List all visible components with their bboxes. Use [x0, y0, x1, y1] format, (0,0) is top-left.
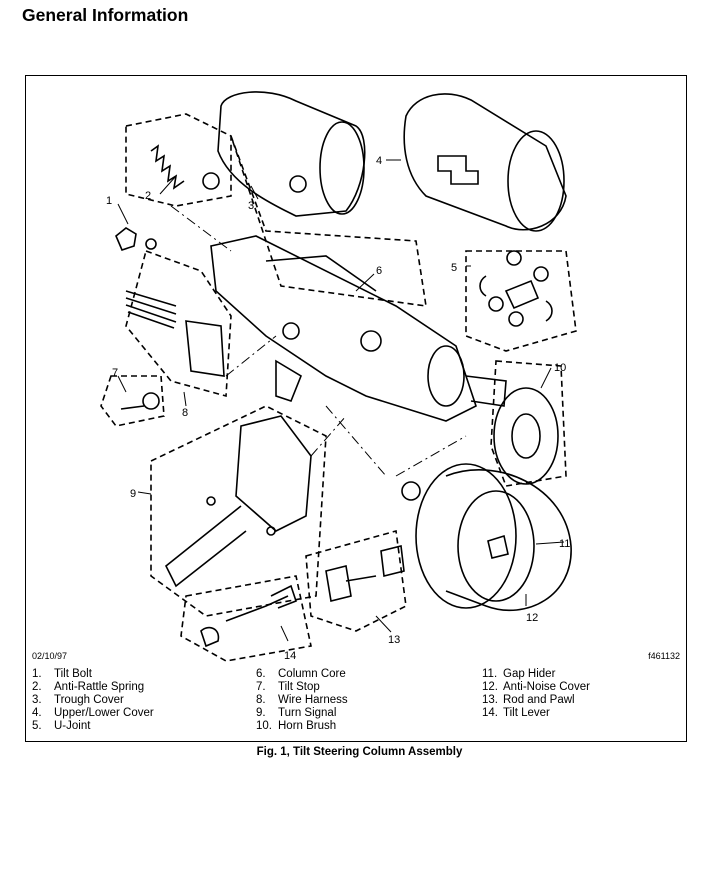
turn-signal-drawing [164, 415, 312, 588]
legend-item: 13.Rod and Pawl [482, 694, 575, 706]
callout-6: 6 [376, 265, 382, 277]
section-title: General Information [22, 5, 189, 25]
figure-code: f461132 [648, 651, 680, 661]
legend-column-3: 11.Gap Hider 12.Anti-Noise Cover 13.Rod … [482, 668, 590, 720]
legend-item: 6.Column Core [256, 668, 346, 680]
legend-item: 7.Tilt Stop [256, 681, 320, 693]
callout-9: 9 [130, 488, 136, 500]
legend-item: 14.Tilt Lever [482, 707, 550, 719]
anti-rattle-spring-drawing [150, 144, 220, 190]
callout-14: 14 [284, 650, 296, 662]
u-joint-drawing [479, 250, 553, 327]
tilt-lever-drawing [200, 584, 297, 648]
column-core-drawing [210, 235, 507, 422]
callout-12: 12 [526, 612, 538, 624]
tilt-bolt-drawing [115, 227, 157, 251]
legend-column-1: 1.Tilt Bolt 2.Anti-Rattle Spring 3.Troug… [32, 668, 154, 733]
legend-item: 4.Upper/Lower Cover [32, 707, 154, 719]
legend-item: 9.Turn Signal [256, 707, 337, 719]
legend-item: 11.Gap Hider [482, 668, 556, 680]
legend-item: 5.U-Joint [32, 720, 91, 732]
figure-box: 1 2 3 4 5 6 7 8 9 10 11 12 13 14 02/10/9… [25, 75, 687, 742]
callout-10: 10 [554, 362, 566, 374]
callout-8: 8 [182, 407, 188, 419]
anti-noise-cover-drawing [415, 463, 572, 611]
legend-item: 10.Horn Brush [256, 720, 337, 732]
callout-7: 7 [112, 367, 118, 379]
tilt-stop-drawing [120, 392, 160, 410]
callout-13: 13 [388, 634, 400, 646]
figure-caption: Fig. 1, Tilt Steering Column Assembly [256, 746, 463, 758]
horn-brush-drawing [401, 387, 559, 501]
callout-labels: 1 2 3 4 5 6 7 8 9 10 11 12 13 14 [106, 155, 570, 662]
legend-item: 2.Anti-Rattle Spring [32, 681, 145, 693]
legend-item: 12.Anti-Noise Cover [482, 681, 590, 693]
upper-lower-cover-drawing [403, 93, 567, 232]
callout-1: 1 [106, 195, 112, 207]
legend-item: 8.Wire Harness [256, 694, 348, 706]
figure-date: 02/10/97 [32, 651, 68, 661]
callout-4: 4 [376, 155, 382, 167]
callout-11: 11 [559, 538, 570, 550]
exploded-view-illustration: 1 2 3 4 5 6 7 8 9 10 11 12 13 14 [100, 91, 577, 662]
callout-2: 2 [145, 190, 151, 202]
callout-5: 5 [451, 262, 457, 274]
legend-item: 1.Tilt Bolt [32, 668, 92, 680]
callout-3: 3 [248, 200, 254, 212]
trough-cover-drawing [217, 91, 366, 217]
wire-harness-drawing [125, 290, 225, 377]
legend-item: 3.Trough Cover [32, 694, 124, 706]
legend-column-2: 6.Column Core 7.Tilt Stop 8.Wire Harness… [256, 668, 348, 733]
rod-and-pawl-drawing [325, 545, 405, 602]
